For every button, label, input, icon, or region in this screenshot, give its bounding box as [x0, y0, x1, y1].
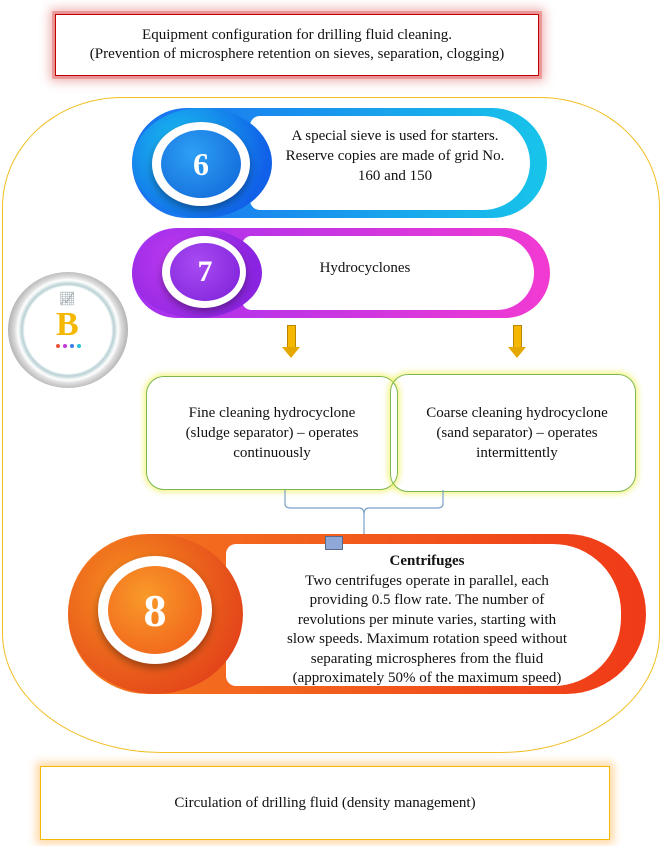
circulation-box: Circulation of drilling fluid (density m… — [40, 766, 610, 840]
step-8-title: Centrifuges — [389, 553, 465, 569]
step-8-text: Centrifuges Two centrifuges operate in p… — [242, 552, 612, 689]
logo-dots — [56, 344, 81, 348]
coarse-hydrocyclone-line: (sand separator) – operates — [436, 425, 598, 441]
circulation-text: Circulation of drilling fluid (density m… — [174, 794, 476, 811]
connector-node — [325, 536, 343, 550]
logo-dot — [70, 344, 74, 348]
logo-dot — [63, 344, 67, 348]
coarse-hydrocyclone-box: Coarse cleaning hydrocyclone (sand separ… — [390, 374, 636, 492]
step-7-number: 7 — [170, 243, 240, 301]
step-8-line: Two centrifuges operate in parallel, eac… — [305, 572, 549, 589]
bracket-connector — [284, 490, 444, 536]
process-container — [2, 97, 660, 753]
coarse-hydrocyclone-line: Coarse cleaning hydrocyclone — [426, 405, 608, 421]
logo-dot — [77, 344, 81, 348]
step-6-line: A special sieve is used for starters. — [291, 128, 499, 144]
fine-hydrocyclone-line: (sludge separator) – operates — [185, 425, 359, 441]
title-line-1: Equipment configuration for drilling flu… — [142, 27, 452, 43]
step-7-pill: 7 — [132, 228, 550, 318]
step-7-text: Hydrocyclones — [319, 260, 411, 276]
step-8-line: separating microspheres from the fluid — [310, 650, 544, 667]
title-box: Equipment configuration for drilling flu… — [55, 14, 539, 76]
logo-badge — [8, 272, 128, 388]
step-8-line: revolutions per minute varies, starting … — [297, 611, 557, 628]
step-8-line: slow speeds. Maximum rotation speed with… — [287, 631, 567, 647]
step-6-line: Reserve copies are made of grid No. — [285, 148, 505, 164]
chart-growth-icon: 📈︎ — [59, 292, 76, 307]
title-line-2: (Prevention of microsphere retention on … — [89, 46, 505, 62]
fine-hydrocyclone-box: Fine cleaning hydrocyclone (sludge separ… — [146, 376, 398, 490]
logo-dot — [56, 344, 60, 348]
step-8-pill: 8 — [68, 534, 646, 694]
step-8-line: (approximately 50% of the maximum speed) — [292, 670, 562, 686]
fine-hydrocyclone-line: continuously — [233, 445, 311, 461]
step-6-line: 160 and 150 — [357, 168, 433, 184]
step-6-text: A special sieve is used for starters. Re… — [250, 126, 540, 186]
step-6-pill: 6 — [132, 108, 547, 218]
step-8-number: 8 — [108, 566, 202, 654]
logo-letter: B — [56, 306, 79, 343]
fine-hydrocyclone-line: Fine cleaning hydrocyclone — [188, 405, 356, 421]
step-8-content-area — [226, 544, 621, 686]
step-7-content-area — [242, 236, 534, 310]
step-6-number: 6 — [161, 130, 241, 198]
step-6-content-area — [250, 116, 530, 210]
step-8-line: providing 0.5 flow rate. The number of — [309, 592, 545, 608]
coarse-hydrocyclone-line: intermittently — [476, 445, 558, 461]
